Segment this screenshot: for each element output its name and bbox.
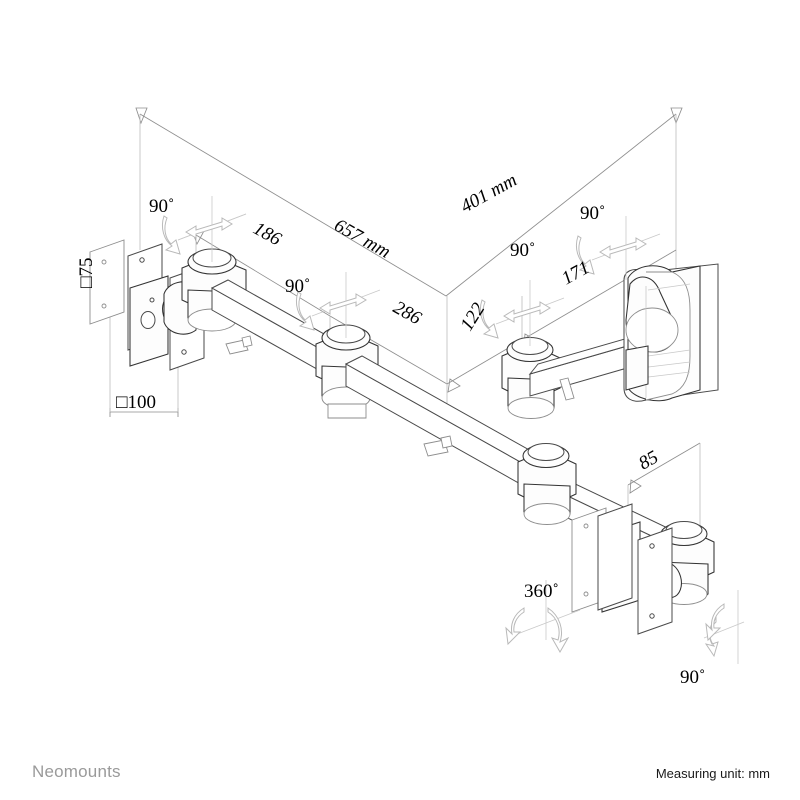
- dim-label-657: 657 mm: [331, 215, 394, 263]
- rotation-arrow-wall-90-icon: [575, 216, 661, 280]
- dim-label-286: 286: [390, 297, 426, 329]
- dim-label-85: 85: [635, 447, 662, 475]
- left-monitor-bracket: [89, 239, 205, 371]
- arm-segment-left: [210, 279, 358, 383]
- rotation-arrow-mid-90-icon: [295, 272, 381, 338]
- angle-label-360: 360˚: [524, 581, 559, 602]
- lower-left-swivel-joint: [517, 443, 577, 525]
- dim-line-657: [135, 107, 447, 297]
- dim-line-401: [445, 107, 683, 297]
- rotation-arrow-lower-tilt-90-icon: [703, 590, 745, 664]
- rotation-arrow-360-icon: [505, 580, 581, 654]
- lower-monitor-bracket: [571, 503, 715, 635]
- dim-label-vesa-100: □100: [116, 392, 156, 413]
- rotation-arrow-right-arm-90-icon: [479, 280, 565, 346]
- angle-label-left-90: 90˚: [149, 196, 174, 217]
- angle-label-mid-90: 90˚: [285, 276, 310, 297]
- angle-label-lower-tilt-90: 90˚: [680, 667, 705, 688]
- angle-label-wall-90: 90˚: [580, 203, 605, 224]
- dimension-network: [92, 107, 701, 560]
- dim-label-401: 401 mm: [457, 170, 520, 218]
- measuring-unit-note: Measuring unit: mm: [655, 766, 770, 781]
- rotation-arrow-left-90-icon: [161, 196, 247, 262]
- brand-logo-text: Neomounts: [32, 762, 121, 781]
- wall-mount-plate: [623, 263, 719, 402]
- dim-label-vesa-75: □75: [76, 258, 97, 288]
- angle-label-right-arm-90: 90˚: [510, 240, 535, 261]
- dim-label-186: 186: [250, 218, 286, 250]
- angle-labels: 90˚ 90˚ 90˚ 90˚ 360˚ 90˚: [149, 196, 705, 688]
